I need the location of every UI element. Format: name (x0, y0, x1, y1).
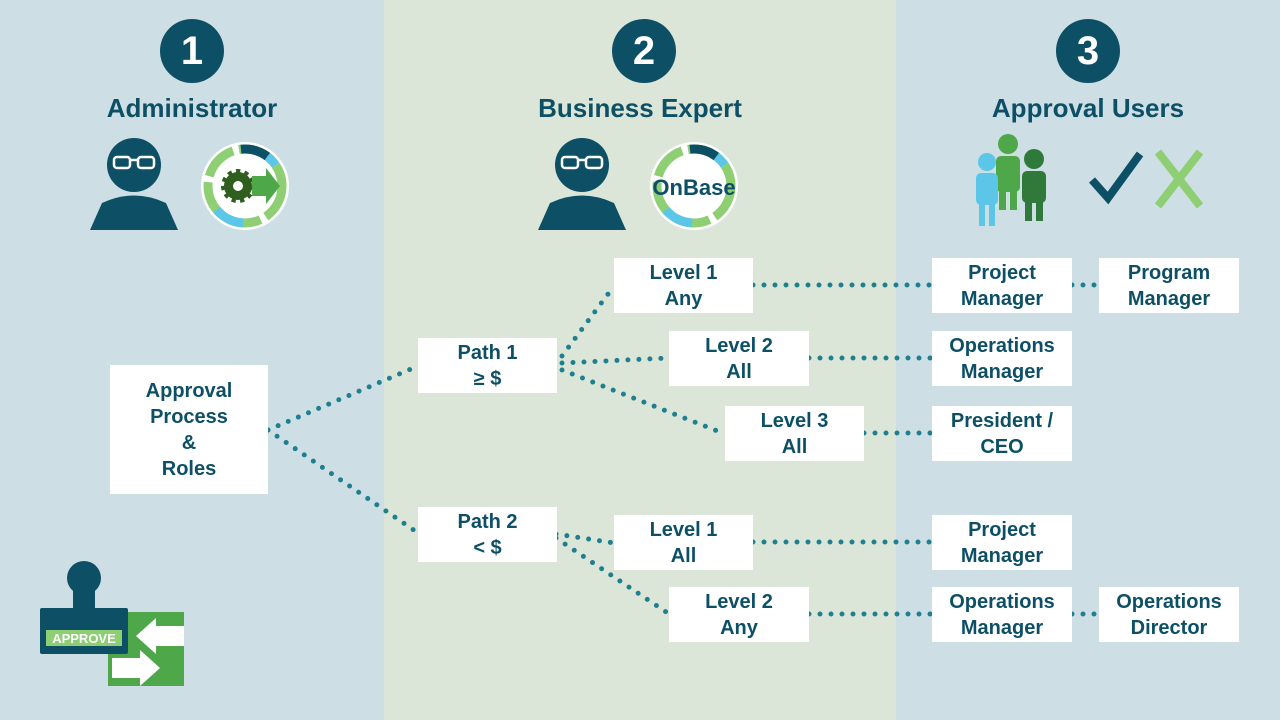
role-line-1: Operations (949, 590, 1055, 613)
check-icon (1089, 151, 1144, 205)
onbase-logo-icon: OnBase (650, 142, 738, 230)
business-expert-person-icon (538, 138, 626, 230)
role-operations-manager-2-box: Operations Manager (932, 587, 1072, 642)
role-operations-director-box: Operations Director (1099, 587, 1239, 642)
role-line-1: Operations (949, 334, 1055, 357)
path-1-condition: ≥ $ (473, 367, 502, 390)
approval-process-box: Approval Process & Roles (110, 365, 268, 494)
root-line-3: & (181, 431, 197, 454)
admin-person-icon (90, 138, 178, 230)
step-number-1: 1 (160, 19, 224, 83)
path1-level-3-box: Level 3 All (725, 406, 864, 461)
user-group-icon (976, 134, 1046, 226)
step-title-administrator: Administrator (106, 93, 278, 123)
role-line-2: Manager (960, 287, 1044, 310)
role-line-1: Project (968, 518, 1036, 541)
role-president-ceo-box: President / CEO (932, 406, 1072, 461)
role-operations-manager-box: Operations Manager (932, 331, 1072, 386)
role-line-1: Program (1127, 261, 1211, 284)
role-line-2: CEO (980, 435, 1024, 458)
role-line-2: Manager (960, 616, 1044, 639)
path-1-box: Path 1 ≥ $ (418, 338, 557, 393)
level-rule: Any (720, 616, 758, 639)
onbase-logo-text: OnBase (652, 175, 735, 200)
root-line-1: Approval (145, 379, 233, 402)
path2-level-1-box: Level 1 All (614, 515, 753, 570)
role-line-2: Manager (960, 544, 1044, 567)
connector-path1-level3 (559, 367, 728, 437)
path-2-box: Path 2 < $ (418, 507, 557, 562)
connector-path2-level2 (553, 535, 672, 617)
path-2-title: Path 2 (457, 510, 518, 533)
approve-stamp-text: APPROVE (52, 631, 116, 646)
role-line-2: Manager (960, 360, 1044, 383)
level-rule: All (726, 360, 752, 383)
level-rule: Any (664, 287, 703, 310)
connector-root-path1 (265, 363, 421, 433)
level-rule: All (670, 544, 697, 567)
role-project-manager-box: Project Manager (932, 258, 1072, 313)
role-line-2: Manager (1127, 287, 1211, 310)
role-line-1: President / (950, 409, 1054, 432)
connector-path1-level1 (559, 283, 617, 359)
approve-stamp-icon: APPROVE (40, 561, 184, 686)
role-program-manager-box: Program Manager (1099, 258, 1239, 313)
path-1-title: Path 1 (457, 341, 518, 364)
path1-level-2-box: Level 2 All (669, 331, 809, 386)
administrator-column (0, 0, 384, 720)
role-line-1: Project (968, 261, 1036, 284)
workflow-gear-icon (201, 142, 289, 230)
role-line-2: Director (1130, 616, 1208, 639)
level-label: Level 1 (649, 261, 718, 284)
step-number-2: 2 (612, 19, 676, 83)
role-line-1: Operations (1116, 590, 1222, 613)
level-label: Level 3 (760, 409, 829, 432)
connector-root-path2 (265, 427, 421, 536)
path2-level-2-box: Level 2 Any (669, 587, 809, 642)
connector-path1-level2 (559, 355, 672, 366)
path-2-condition: < $ (473, 536, 502, 559)
path1-level-1-box: Level 1 Any (614, 258, 753, 313)
root-line-2: Process (150, 405, 228, 428)
cross-icon (1154, 149, 1204, 209)
level-label: Level 1 (649, 518, 718, 541)
step-title-business-expert: Business Expert (538, 93, 742, 123)
step-number-3: 3 (1056, 19, 1120, 83)
step-title-approval-users: Approval Users (991, 93, 1185, 123)
level-rule: All (781, 435, 808, 458)
connector-path2-level1 (553, 531, 617, 546)
level-label: Level 2 (705, 334, 773, 357)
root-line-4: Roles (161, 457, 217, 480)
level-label: Level 2 (705, 590, 773, 613)
role-project-manager-2-box: Project Manager (932, 515, 1072, 570)
